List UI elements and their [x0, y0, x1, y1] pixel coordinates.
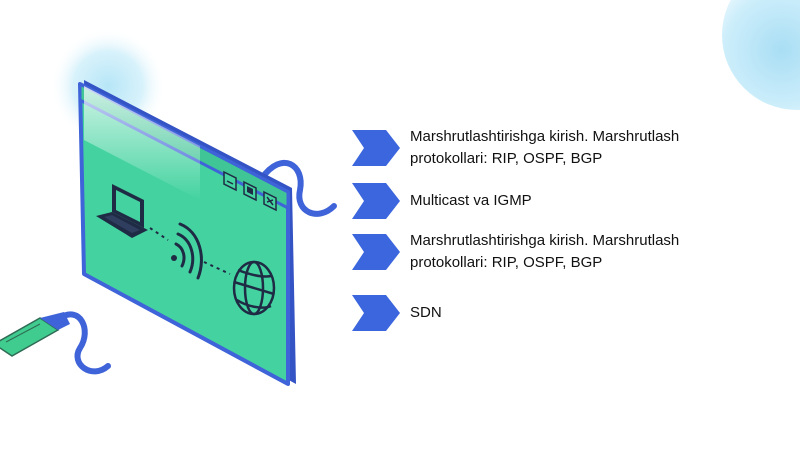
close-icon [263, 190, 277, 212]
agenda-item-1: Marshrutlashtirishga kirish. Marshrutlas… [352, 126, 730, 170]
chevron-right-icon [352, 295, 400, 331]
agenda-item-3: Marshrutlashtirishga kirish. Marshrutlas… [352, 230, 730, 274]
wifi-signal-icon [171, 222, 203, 280]
globe-icon [232, 260, 276, 316]
agenda-item-label: Multicast va IGMP [410, 192, 532, 209]
minimize-icon [223, 170, 237, 192]
browser-window-icon [78, 80, 296, 386]
usb-cable-icon [0, 311, 111, 375]
maximize-icon [243, 180, 257, 202]
agenda-item-label: SDN [410, 304, 442, 321]
chevron-right-icon [352, 183, 400, 219]
cable-right-icon [259, 159, 337, 217]
agenda-item-4: SDN [352, 295, 442, 331]
chevron-right-icon [352, 130, 400, 166]
agenda-item-label: Marshrutlashtirishga kirish. Marshrutlas… [410, 232, 680, 271]
connection-line [203, 261, 231, 275]
chevron-right-icon [352, 234, 400, 270]
agenda-item-2: Multicast va IGMP [352, 183, 532, 219]
laptop-icon [96, 184, 148, 238]
agenda-item-label: Marshrutlashtirishga kirish. Marshrutlas… [410, 128, 680, 167]
